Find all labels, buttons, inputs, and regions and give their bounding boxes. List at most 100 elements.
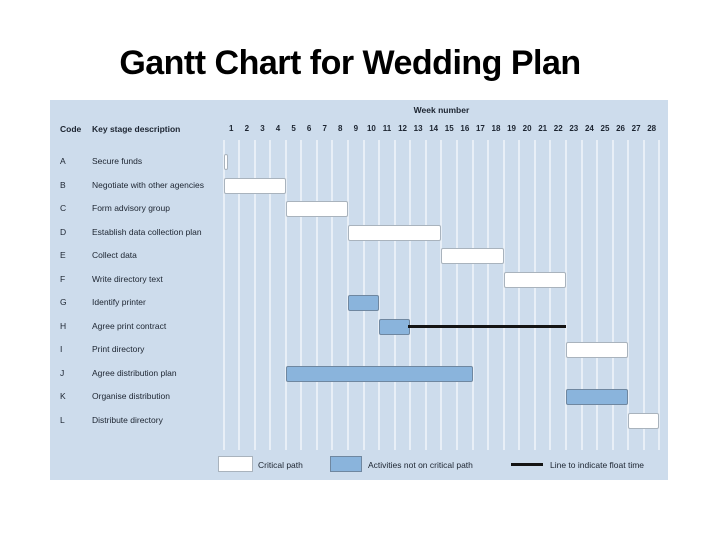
task-description: Agree distribution plan (92, 367, 177, 378)
legend-label: Activities not on critical path (368, 460, 473, 470)
week-number: 15 (444, 124, 454, 133)
task-description: Establish data collection plan (92, 226, 202, 237)
float-time-line (408, 325, 567, 328)
task-code: L (60, 414, 65, 425)
task-description: Secure funds (92, 156, 143, 166)
critical-path-bar (628, 412, 660, 429)
week-gridline (658, 140, 661, 450)
slide-title: Gantt Chart for Wedding Plan (119, 44, 581, 82)
week-number: 7 (322, 124, 327, 133)
week-number: 23 (569, 124, 579, 133)
gantt-chart-panel: Week number Code Key stage description 1… (50, 100, 668, 480)
week-gridline (378, 140, 381, 450)
critical-path-bar (223, 177, 286, 194)
legend-critical-swatch (218, 456, 253, 472)
task-description: Identify printer (92, 297, 146, 307)
week-gridline (471, 140, 474, 450)
week-number: 28 (647, 124, 657, 133)
column-header-code: Code (60, 124, 82, 134)
week-number: 22 (553, 124, 563, 133)
week-number: 6 (306, 124, 312, 133)
week-gridline (533, 140, 536, 450)
week-number: 1 (229, 124, 234, 133)
task-description: Print directory (92, 344, 145, 354)
week-gridline (487, 140, 490, 450)
task-description: Agree print contract (92, 320, 167, 331)
week-gridline (409, 140, 412, 450)
week-gridline (565, 140, 568, 450)
week-number: 5 (291, 124, 296, 133)
week-number: 10 (366, 124, 376, 133)
week-number: 21 (538, 124, 548, 133)
task-description: Negotiate with other agencies (92, 179, 204, 190)
week-gridline (424, 140, 427, 450)
week-gridline (580, 140, 583, 450)
week-number: 19 (507, 124, 516, 133)
week-gridline (642, 140, 645, 450)
week-gridline (238, 140, 241, 450)
critical-path-bar (503, 271, 567, 288)
week-gridline (315, 140, 318, 450)
column-header-description: Key stage description (92, 124, 181, 134)
task-description: Organise distribution (92, 391, 170, 401)
critical-path-bar (223, 154, 228, 170)
week-gridline (300, 140, 303, 450)
week-gridline (284, 140, 287, 450)
week-gridline (549, 140, 552, 450)
week-gridline (222, 140, 225, 450)
week-gridline (611, 140, 614, 450)
week-number: 25 (600, 124, 610, 133)
critical-path-bar (285, 201, 349, 217)
noncritical-bar (566, 389, 629, 405)
task-code: H (60, 320, 67, 331)
week-number: 11 (382, 124, 392, 133)
legend-label: Critical path (258, 460, 303, 470)
task-code: A (60, 156, 66, 166)
week-gridline (518, 140, 521, 450)
week-number: 26 (616, 124, 625, 133)
week-gridline (456, 140, 459, 450)
task-code: F (60, 273, 66, 284)
week-gridline (440, 140, 443, 450)
task-description: Form advisory group (92, 203, 170, 213)
critical-path-bar (441, 248, 504, 264)
week-number: 24 (584, 124, 594, 133)
task-code: I (60, 344, 63, 354)
week-number: 20 (522, 124, 532, 133)
noncritical-bar (285, 365, 473, 382)
week-gridline (502, 140, 505, 450)
week-gridline (393, 140, 396, 450)
noncritical-bar (348, 295, 380, 311)
week-number: 3 (260, 124, 265, 133)
week-number: 16 (460, 124, 470, 133)
task-code: E (60, 250, 66, 260)
week-number: 17 (475, 124, 485, 133)
week-number: 27 (631, 124, 641, 133)
week-axis-title: Week number (413, 105, 470, 115)
task-code: C (60, 203, 67, 213)
critical-path-bar (566, 342, 629, 358)
week-number: 4 (275, 124, 281, 133)
week-gridline (269, 140, 272, 450)
week-gridline (627, 140, 630, 450)
task-description: Collect data (92, 250, 137, 260)
week-number: 18 (491, 124, 501, 133)
week-number: 2 (244, 124, 250, 133)
week-number: 9 (353, 124, 359, 133)
week-gridline (596, 140, 599, 450)
task-description: Write directory text (92, 273, 163, 284)
task-code: D (60, 226, 67, 237)
week-number: 13 (413, 124, 423, 133)
critical-path-bar (348, 224, 442, 241)
week-gridline (331, 140, 334, 450)
legend-float-line-swatch (511, 463, 543, 466)
task-code: J (60, 367, 65, 378)
week-number: 8 (338, 124, 343, 133)
week-number: 14 (429, 124, 439, 133)
legend-label: Line to indicate float time (550, 460, 645, 470)
noncritical-bar (379, 318, 411, 335)
task-code: B (60, 179, 66, 190)
task-code: G (60, 297, 67, 307)
legend-noncritical-swatch (330, 456, 362, 472)
